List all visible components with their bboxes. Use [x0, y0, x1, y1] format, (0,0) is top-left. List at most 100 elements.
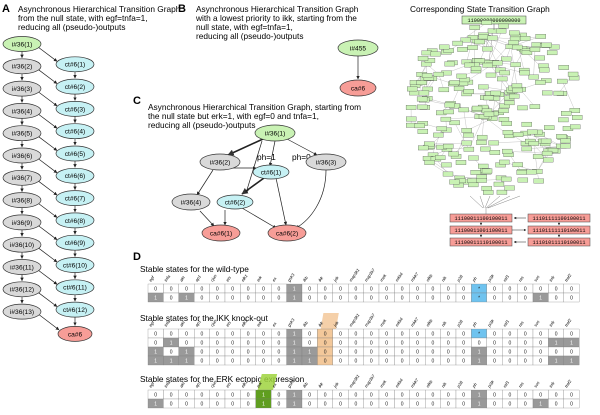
stg-state-box [560, 138, 571, 144]
table-cell-value: 0 [447, 350, 450, 356]
table-cell-value: 0 [370, 296, 373, 302]
panel-a-node-left [2, 281, 42, 298]
column-header: nfkb [425, 379, 434, 389]
stg-state-box [421, 50, 432, 56]
table-cell-value: 0 [539, 287, 542, 293]
column-header: traf2 [564, 378, 573, 388]
stg-state-box [519, 36, 531, 41]
stg-state-box [499, 70, 510, 76]
column-header: akt [179, 319, 187, 327]
table-cell-value: 0 [201, 402, 204, 408]
table-cell-value: 1 [185, 296, 188, 302]
table-cell-value: 0 [462, 359, 465, 365]
stg-state-box [558, 65, 569, 70]
panel-c-node-n4-label: i#36(4) [181, 200, 202, 207]
table-cell-value: 0 [432, 287, 435, 293]
stg-state-box [435, 155, 446, 161]
table-cell-value: 0 [308, 296, 311, 302]
table-cell-value: * [478, 296, 480, 302]
table-cell-value: 1 [555, 341, 558, 347]
panel-a-edge-cross [37, 247, 58, 263]
panel-c-node-n8-label: ca#6(2) [276, 231, 298, 238]
table-cell-value: 0 [231, 402, 234, 408]
table-cell-value: 0 [170, 287, 173, 293]
table-cell-value: 0 [308, 402, 311, 408]
table-cell-value: 0 [370, 402, 373, 408]
table-cell-value: 0 [539, 341, 542, 347]
table-cell-value: 0 [493, 332, 496, 338]
column-header: mkk4 [394, 377, 404, 389]
column-header: ikb [302, 381, 310, 389]
column-header: map3k1 [348, 312, 361, 327]
table-cell-value: 0 [154, 393, 157, 399]
stg-state-box [501, 176, 512, 182]
panel-a-node-right-label: ct#6(4) [65, 129, 86, 136]
table-cell-value: 0 [493, 359, 496, 365]
table-cell-value: 1 [154, 350, 157, 356]
stg-state-box [508, 40, 519, 45]
stg-state-2-label: 11101111100100011 [533, 216, 586, 222]
table-cell-value: 0 [370, 341, 373, 347]
stg-state-4-label: 11101111110100011 [533, 228, 586, 234]
table-cell-value: 0 [539, 393, 542, 399]
stg-state-box [560, 143, 571, 149]
table-cell-value: 0 [324, 393, 327, 399]
table-cell-value: 0 [509, 296, 512, 302]
table-cell-value: 0 [385, 359, 388, 365]
table-cell-value: 0 [308, 393, 311, 399]
table-cell-value: 0 [247, 402, 250, 408]
panel-a-node-final [57, 326, 93, 342]
panel-a-node-right [55, 145, 95, 162]
stg-state-box [528, 141, 539, 146]
table-cell-value: 0 [154, 287, 157, 293]
stg-state-box [517, 105, 528, 111]
table-cell-value: 0 [370, 359, 373, 365]
table-cell-value: 0 [231, 359, 234, 365]
table-cell-value: 0 [570, 350, 573, 356]
table-cell-value: 0 [324, 341, 327, 347]
panel-c-node-n6-label: ct#6(2) [225, 200, 246, 207]
panel-a-node-right-label: ct#6(6) [65, 173, 86, 180]
panel-a-node-right [55, 234, 95, 251]
table-cell-value: 0 [262, 287, 265, 293]
table-cell-value: 0 [308, 332, 311, 338]
column-header: p38 [455, 273, 464, 283]
table-cell-value: 0 [262, 296, 265, 302]
table-cell-value: 0 [524, 402, 527, 408]
table-cell-value: 0 [154, 332, 157, 338]
column-header: ets [225, 319, 233, 327]
stg-state-box [467, 178, 478, 184]
table-cell-value: 0 [570, 287, 573, 293]
stg-state-box [483, 190, 494, 195]
column-header: mkk4 [394, 271, 404, 283]
stg-states [405, 20, 583, 195]
table-cell-value: 1 [478, 350, 481, 356]
table-cell-value: 0 [509, 287, 512, 293]
table-cell-value: 0 [185, 287, 188, 293]
panel-a-node-left-label: i#36(3) [12, 86, 33, 93]
stg-state-box [534, 55, 545, 61]
table-cell [563, 292, 580, 303]
stg-state-box [533, 178, 544, 184]
table-cell-value: 0 [278, 287, 281, 293]
table-cell-value: 0 [462, 287, 465, 293]
column-header: raf1 [502, 380, 510, 389]
table-cell-value: 0 [355, 332, 358, 338]
panel-a-node-left [2, 125, 42, 142]
stg-state-box [535, 34, 546, 39]
table-cell-value: 0 [247, 332, 250, 338]
table-cell-value: 0 [231, 350, 234, 356]
column-header: tnfr [548, 380, 556, 388]
stg-state-box [567, 71, 579, 77]
stg-state-box [481, 168, 493, 174]
stg-state-box [510, 62, 521, 68]
stg-state-box [449, 179, 460, 185]
stg-state-box [482, 46, 493, 52]
panel-a-node-right [55, 167, 95, 184]
table-cell-value: 0 [170, 393, 173, 399]
stg-state-box [470, 170, 481, 175]
stg-state-box [544, 125, 555, 131]
column-header: jnk [332, 381, 340, 390]
stg-state-box [538, 63, 549, 69]
column-header: elk1 [240, 379, 249, 388]
